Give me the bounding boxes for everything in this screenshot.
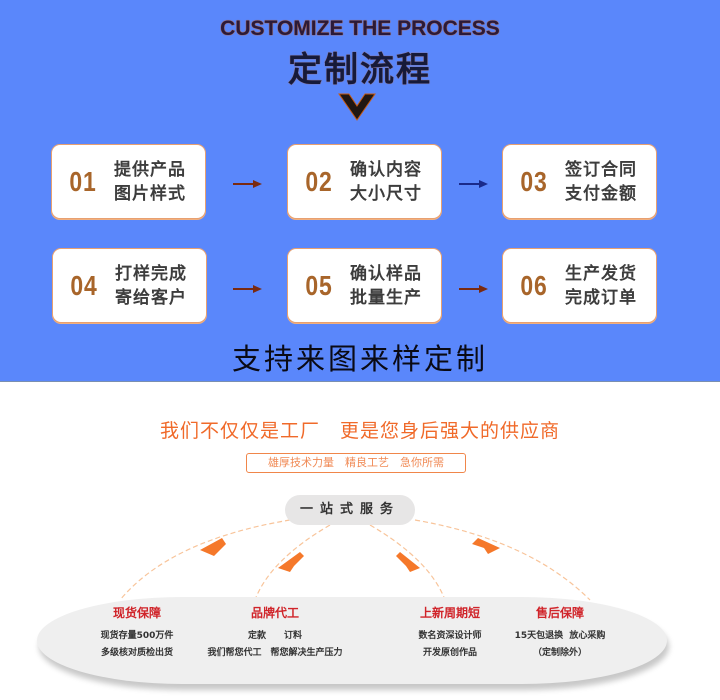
one-stop-pill: 一站式服务 xyxy=(285,495,415,525)
service-line: 定款 订料 xyxy=(247,631,302,641)
ray-arrow-icon xyxy=(472,538,500,554)
service-title: 售后保障 xyxy=(535,606,584,620)
service-line: 现货存量500万件 xyxy=(100,631,174,641)
step-number: 03 xyxy=(520,165,548,197)
service-after-sales: 售后保障 15天包退换 放心采购 （定制除外） xyxy=(505,604,615,662)
chinese-title: 定制流程 xyxy=(288,50,432,90)
step-card-06: 06 生产发货完成订单 xyxy=(502,248,657,323)
service-oem: 品牌代工 定款 订料 我们帮您代工 帮您解决生产压力 xyxy=(195,604,355,662)
process-section: CUSTOMIZE THE PROCESS 定制流程 01 提供产品图片样式 0… xyxy=(0,0,720,382)
step-card-05: 05 确认样品批量生产 xyxy=(287,248,442,323)
ray-line xyxy=(369,524,446,601)
arrow-right-icon xyxy=(459,180,488,188)
slogan: 我们不仅仅是工厂 更是您身后强大的供应商 xyxy=(159,420,560,442)
service-title: 现货保障 xyxy=(112,606,161,620)
step-number: 05 xyxy=(305,269,333,301)
service-line: 数名资深设计师 xyxy=(418,631,482,641)
english-title: CUSTOMIZE THE PROCESS xyxy=(220,17,500,40)
step-line1: 生产发货 xyxy=(565,263,637,284)
arrow-right-icon xyxy=(233,285,262,293)
service-new-arrivals: 上新周期短 数名资深设计师 开发原创作品 xyxy=(400,604,500,662)
step-line1: 签订合同 xyxy=(565,159,637,180)
step-number: 04 xyxy=(70,269,98,301)
ray-line xyxy=(414,519,591,601)
step-card-04: 04 打样完成寄给客户 xyxy=(52,248,207,323)
step-line2: 完成订单 xyxy=(565,287,637,308)
chevron-down-icon xyxy=(338,93,376,121)
service-line: 我们帮您代工 帮您解决生产压力 xyxy=(207,648,343,658)
step-line1: 打样完成 xyxy=(115,263,187,284)
step-line2: 大小尺寸 xyxy=(350,183,422,204)
service-line: （定制除外） xyxy=(532,648,587,658)
service-rays xyxy=(119,519,591,601)
step-line1: 提供产品 xyxy=(114,159,186,180)
step-line2: 支付金额 xyxy=(565,183,637,204)
ray-line xyxy=(254,524,331,601)
ray-line xyxy=(119,519,291,601)
step-line1: 确认样品 xyxy=(350,263,422,284)
step-card-01: 01 提供产品图片样式 xyxy=(51,144,206,219)
arrow-right-icon xyxy=(233,180,262,188)
services-band xyxy=(37,597,667,684)
service-title: 上新周期短 xyxy=(419,606,480,620)
step-line1: 确认内容 xyxy=(350,159,422,180)
ray-arrow-icon xyxy=(200,538,226,556)
service-stock: 现货保障 现货存量500万件 多级核对质检出货 xyxy=(82,604,192,662)
step-line2: 批量生产 xyxy=(350,287,422,308)
step-number: 06 xyxy=(520,269,548,301)
support-text: 支持来图来样定制 xyxy=(231,342,488,376)
step-line2: 寄给客户 xyxy=(115,287,187,308)
service-line: 多级核对质检出货 xyxy=(100,648,173,658)
step-card-03: 03 签订合同支付金额 xyxy=(502,144,657,219)
service-line: 15天包退换 放心采购 xyxy=(514,631,606,641)
step-number: 02 xyxy=(305,165,333,197)
arrow-right-icon xyxy=(459,285,488,293)
step-line2: 图片样式 xyxy=(114,183,186,204)
step-card-02: 02 确认内容大小尺寸 xyxy=(287,144,442,219)
ray-arrow-icon xyxy=(278,552,304,572)
service-title: 品牌代工 xyxy=(250,606,299,620)
tagline: 雄厚技术力量 精良工艺 急你所需 xyxy=(246,453,466,473)
ray-arrow-icon xyxy=(396,552,420,572)
service-line: 开发原创作品 xyxy=(422,648,477,658)
step-number: 01 xyxy=(69,165,97,197)
